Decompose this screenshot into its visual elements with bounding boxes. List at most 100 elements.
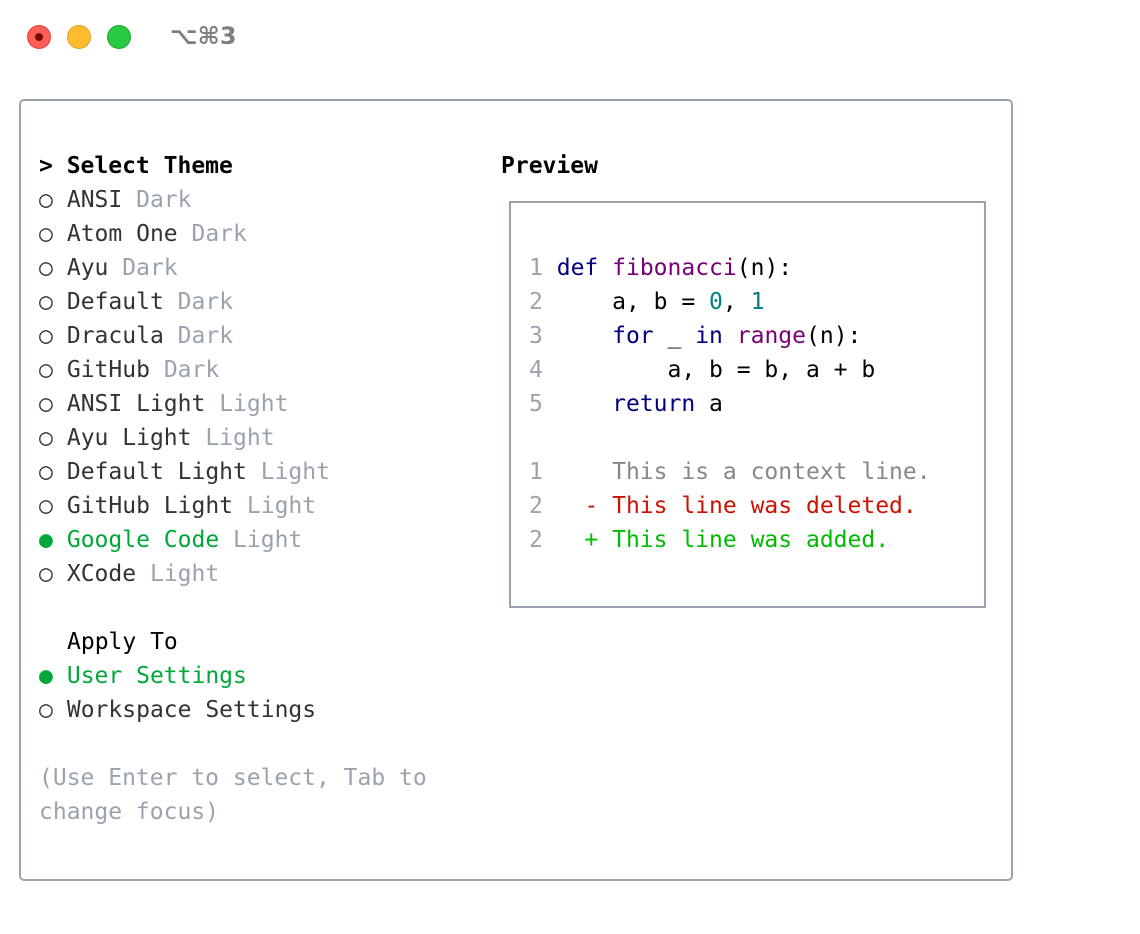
theme-option[interactable]: ● Google Code Light — [39, 523, 302, 557]
apply-to-label: User Settings — [66, 663, 247, 689]
theme-type: Dark — [122, 255, 178, 281]
help-text: change focus) — [39, 799, 220, 825]
diff-added-line: 2 + This line was added. — [529, 523, 889, 557]
theme-name: ANSI Light — [66, 391, 206, 417]
theme-type: Dark — [177, 323, 234, 349]
code-line: 1 def fibonacci(n): — [529, 251, 792, 285]
theme-name: ANSI — [66, 187, 123, 213]
code-token: _ — [653, 323, 696, 349]
line-number: 1 — [529, 255, 543, 281]
theme-option[interactable]: ○ Dracula Dark — [39, 319, 233, 353]
code-token — [557, 323, 612, 349]
theme-option[interactable]: ○ XCode Light — [39, 557, 219, 591]
diff-text: This line was deleted. — [612, 493, 917, 519]
code-token: range — [736, 323, 807, 349]
code-token: for — [612, 323, 654, 349]
code-token: in — [695, 323, 723, 349]
code-token: , — [722, 289, 751, 315]
line-number: 5 — [529, 391, 543, 417]
radio-unselected-icon: ○ — [39, 391, 53, 417]
line-number: 2 — [529, 493, 543, 519]
theme-type: Dark — [136, 187, 192, 213]
help-text: (Use Enter to select, Tab to — [39, 765, 427, 791]
theme-option[interactable]: ○ GitHub Dark — [39, 353, 219, 387]
theme-type: Dark — [163, 357, 220, 383]
code-token: a, b = b, a + b — [556, 357, 876, 383]
theme-option[interactable]: ○ ANSI Light Light — [39, 387, 288, 421]
line-number: 4 — [529, 357, 543, 383]
theme-name: Dracula — [66, 323, 164, 349]
code-token: (n): — [806, 323, 862, 349]
code-token: 1 — [750, 289, 765, 315]
radio-unselected-icon: ○ — [39, 289, 53, 315]
radio-unselected-icon: ○ — [39, 697, 53, 723]
code-token — [723, 323, 737, 349]
apply-to-label: Workspace Settings — [66, 697, 317, 723]
preview-box — [509, 201, 986, 608]
code-token — [557, 391, 612, 417]
radio-selected-icon: ● — [39, 527, 53, 553]
code-line: 3 for _ in range(n): — [529, 319, 861, 353]
code-token: a — [695, 391, 723, 417]
radio-unselected-icon: ○ — [39, 561, 53, 587]
theme-option[interactable]: ○ Ayu Dark — [39, 251, 178, 285]
radio-unselected-icon: ○ — [39, 221, 53, 247]
theme-name: Default — [66, 289, 164, 315]
apply-to-option[interactable]: ○ Workspace Settings — [39, 693, 316, 727]
diff-text: This is a context line. — [612, 459, 931, 485]
theme-type: Light — [205, 425, 275, 451]
radio-unselected-icon: ○ — [39, 459, 53, 485]
radio-unselected-icon: ○ — [39, 493, 53, 519]
window-title: ⌥⌘3 — [170, 22, 237, 50]
code-line: 5 return a — [529, 387, 723, 421]
diff-prefix: + — [542, 527, 613, 553]
radio-unselected-icon: ○ — [39, 255, 53, 281]
minimize-window-button[interactable] — [67, 25, 91, 49]
code-token: return — [612, 391, 696, 417]
apply-to-option[interactable]: ● User Settings — [39, 659, 247, 693]
theme-name: Atom One — [66, 221, 178, 247]
theme-name: GitHub — [66, 357, 150, 383]
theme-name: GitHub Light — [66, 493, 234, 519]
theme-option[interactable]: ○ Atom One Dark — [39, 217, 247, 251]
radio-unselected-icon: ○ — [39, 357, 53, 383]
line-number: 1 — [529, 459, 543, 485]
code-token: a, b = — [556, 289, 710, 315]
diff-prefix: - — [542, 493, 613, 519]
theme-option[interactable]: ○ GitHub Light Light — [39, 489, 316, 523]
theme-option[interactable]: ○ Default Light Light — [39, 455, 330, 489]
theme-name: Ayu Light — [66, 425, 192, 451]
theme-type: Light — [219, 391, 289, 417]
theme-dialog — [19, 99, 1013, 881]
theme-option[interactable]: ○ ANSI Dark — [39, 183, 192, 217]
radio-unselected-icon: ○ — [39, 187, 53, 213]
code-token: (n): — [736, 255, 793, 281]
close-window-button[interactable] — [27, 25, 51, 49]
diff-prefix — [543, 459, 612, 485]
diff-text: This line was added. — [612, 527, 890, 553]
maximize-window-button[interactable] — [107, 25, 131, 49]
theme-type: Dark — [191, 221, 247, 247]
code-token — [598, 255, 612, 281]
line-number: 2 — [529, 289, 543, 315]
theme-type: Light — [149, 561, 220, 587]
code-token: 0 — [709, 289, 723, 315]
radio-unselected-icon: ○ — [39, 425, 53, 451]
theme-name: Google Code — [66, 527, 220, 553]
code-line: 4 a, b = b, a + b — [529, 353, 875, 387]
theme-option[interactable]: ○ Ayu Light Light — [39, 421, 275, 455]
theme-option[interactable]: ○ Default Dark — [39, 285, 233, 319]
radio-unselected-icon: ○ — [39, 323, 53, 349]
theme-name: Default Light — [66, 459, 247, 485]
theme-name: XCode — [66, 561, 137, 587]
diff-deleted-line: 2 - This line was deleted. — [529, 489, 917, 523]
theme-name: Ayu — [66, 255, 109, 281]
select-theme-heading: > Select Theme — [39, 153, 233, 179]
theme-type: Dark — [177, 289, 234, 315]
line-number: 2 — [529, 527, 543, 553]
apply-to-heading: Apply To — [67, 629, 178, 655]
diff-context-line: 1 This is a context line. — [529, 455, 931, 489]
code-token: def — [556, 255, 599, 281]
code-line: 2 a, b = 0, 1 — [529, 285, 764, 319]
theme-type: Light — [246, 493, 317, 519]
